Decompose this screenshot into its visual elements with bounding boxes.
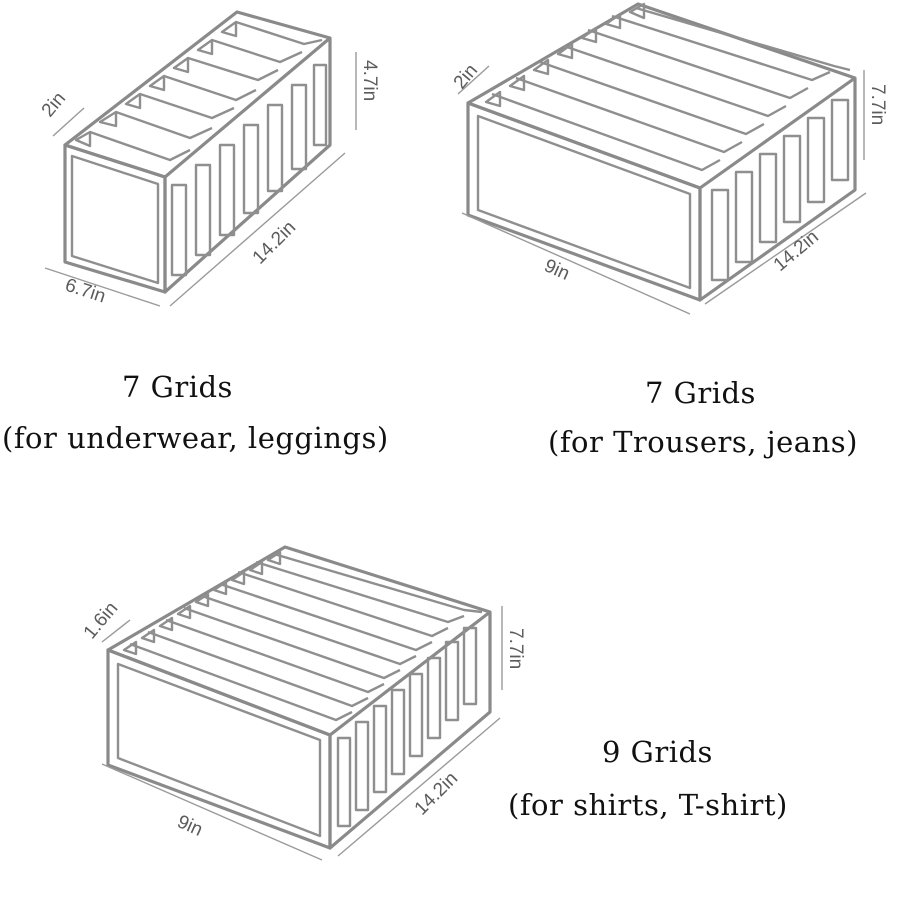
large-caption-title: 9 Grids <box>602 735 713 769</box>
small-height-label: 4.7in <box>359 60 380 101</box>
medium-length-label: 14.2in <box>770 226 823 275</box>
large-depth-label: 1.6in <box>80 598 123 643</box>
medium-grid-dividers <box>484 2 851 282</box>
large-caption-use: (for shirts, T-shirt) <box>508 788 788 822</box>
small-caption-title: 7 Grids <box>122 370 233 404</box>
large-width-label: 9in <box>174 811 206 840</box>
organizer-large-drawing <box>101 545 503 861</box>
medium-caption-use: (for Trousers, jeans) <box>548 425 858 459</box>
medium-caption-title: 7 Grids <box>645 376 756 410</box>
organizer-small-drawing <box>44 10 357 307</box>
small-grid-dividers <box>74 20 328 277</box>
large-height-label: 7.7in <box>505 628 526 669</box>
small-depth-label: 2in <box>38 88 70 121</box>
small-length-label: 14.2in <box>249 217 300 268</box>
small-caption-use: (for underwear, leggings) <box>2 421 389 455</box>
medium-height-label: 7.7in <box>867 84 888 125</box>
medium-depth-label: 2in <box>450 60 482 93</box>
small-width-label: 6.7in <box>62 275 108 308</box>
large-grid-dividers <box>122 550 483 828</box>
large-length-label: 14.2in <box>411 768 462 819</box>
organizer-medium-drawing <box>457 2 867 315</box>
